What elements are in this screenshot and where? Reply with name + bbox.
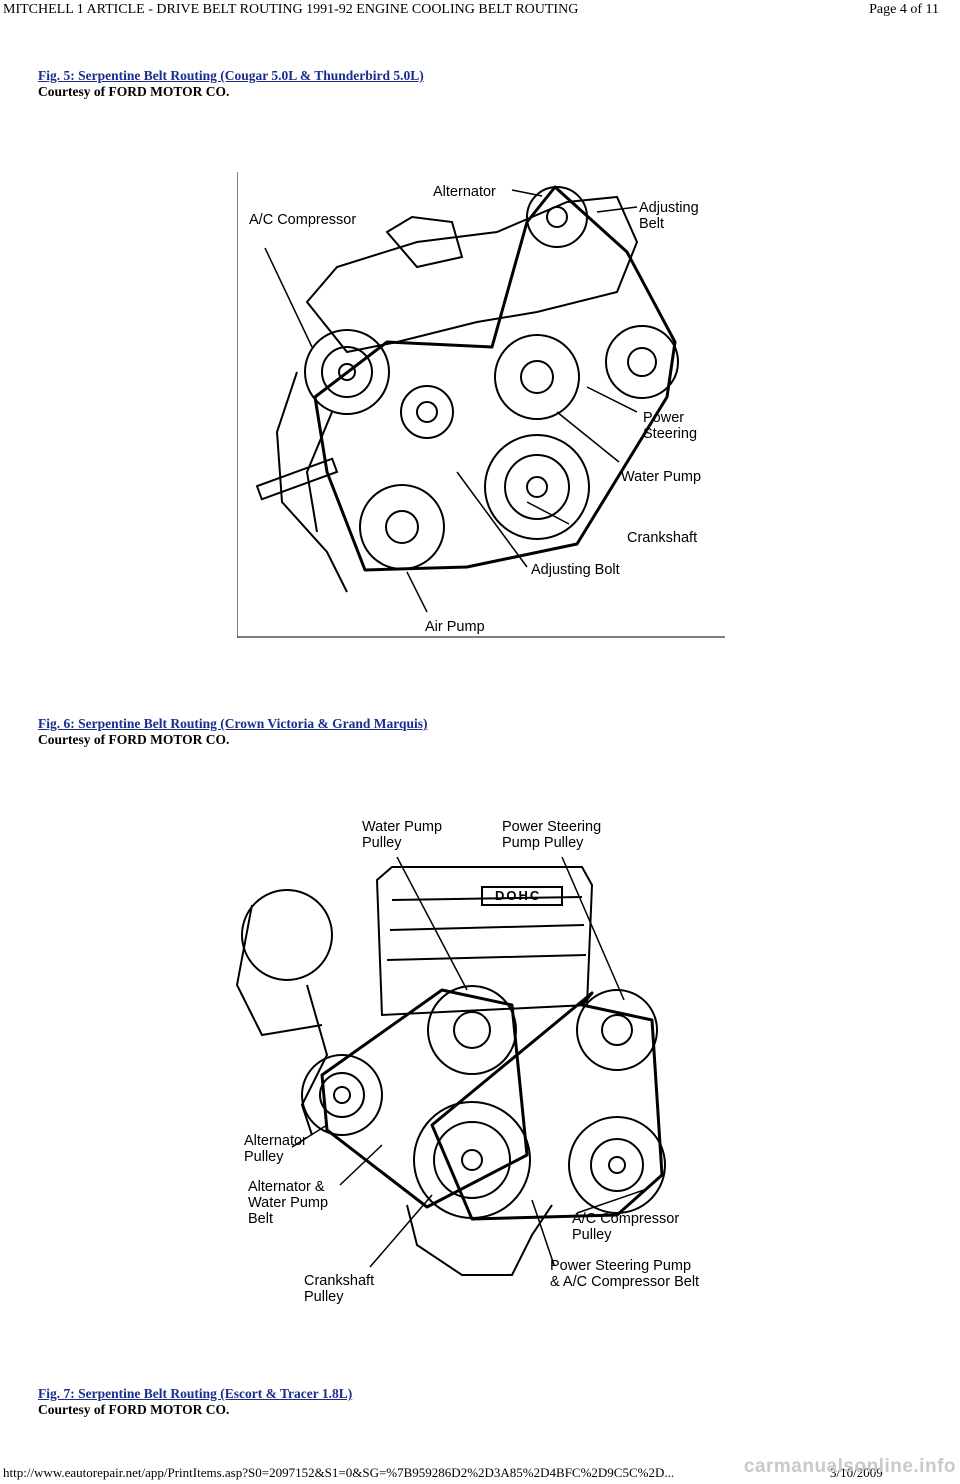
label-air-pump: Air Pump bbox=[425, 619, 485, 635]
label-crankshaft: Crankshaft bbox=[627, 530, 698, 546]
figure-5-credit: Courtesy of FORD MOTOR CO. bbox=[38, 84, 230, 99]
label-adjusting-bolt: Adjusting Bolt bbox=[531, 562, 620, 578]
label-water-pump: Water Pump bbox=[621, 469, 702, 485]
figure-6-illustration: Water Pump Pulley Power Steering Pump Pu… bbox=[232, 805, 728, 1315]
label-dohc: DOHC bbox=[495, 888, 542, 903]
label-crankshaft-pulley: Crankshaft Pulley bbox=[304, 1273, 375, 1305]
footer-url: http://www.eautorepair.net/app/PrintItem… bbox=[3, 1465, 675, 1480]
label-ps-pump-pulley: Power Steering Pump Pulley bbox=[502, 819, 602, 851]
label-water-pump-pulley: Water Pump Pulley bbox=[362, 819, 443, 851]
label-power-steering: Power Steering bbox=[643, 410, 698, 442]
figure-5-caption-block: Fig. 5: Serpentine Belt Routing (Cougar … bbox=[38, 68, 424, 100]
label-adjusting-belt: Adjusting Belt bbox=[639, 200, 699, 232]
label-ps-ac-belt: Power Steering Pump & A/C Compressor Bel… bbox=[550, 1258, 700, 1290]
figure-7-caption-link[interactable]: Fig. 7: Serpentine Belt Routing (Escort … bbox=[38, 1386, 353, 1401]
figure-6-credit: Courtesy of FORD MOTOR CO. bbox=[38, 732, 230, 747]
figure-5-illustration: Alternator Adjusting Belt A/C Compressor… bbox=[237, 172, 725, 638]
figure-5-caption-link[interactable]: Fig. 5: Serpentine Belt Routing (Cougar … bbox=[38, 68, 424, 83]
figure-5-drawing bbox=[237, 172, 725, 638]
label-alternator-pulley: Alternator Pulley bbox=[244, 1133, 307, 1165]
label-ac-compressor: A/C Compressor bbox=[249, 212, 357, 228]
figure-7-credit: Courtesy of FORD MOTOR CO. bbox=[38, 1402, 230, 1417]
figure-6-caption-block: Fig. 6: Serpentine Belt Routing (Crown V… bbox=[38, 716, 428, 748]
label-ac-compressor-pulley: A/C Compressor Pulley bbox=[572, 1211, 680, 1243]
page-number: Page 4 of 11 bbox=[869, 2, 939, 17]
document-title: MITCHELL 1 ARTICLE - DRIVE BELT ROUTING … bbox=[3, 2, 579, 17]
label-alt-wp-belt: Alternator & Water Pump Belt bbox=[248, 1179, 329, 1227]
watermark: carmanualsonline.info bbox=[743, 1456, 956, 1477]
footer-date: 3/10/2009 bbox=[830, 1465, 883, 1480]
figure-6-caption-link[interactable]: Fig. 6: Serpentine Belt Routing (Crown V… bbox=[38, 716, 428, 731]
figure-6-drawing bbox=[235, 856, 666, 1276]
label-alternator: Alternator bbox=[433, 184, 496, 200]
figure-7-caption-block: Fig. 7: Serpentine Belt Routing (Escort … bbox=[38, 1386, 352, 1418]
